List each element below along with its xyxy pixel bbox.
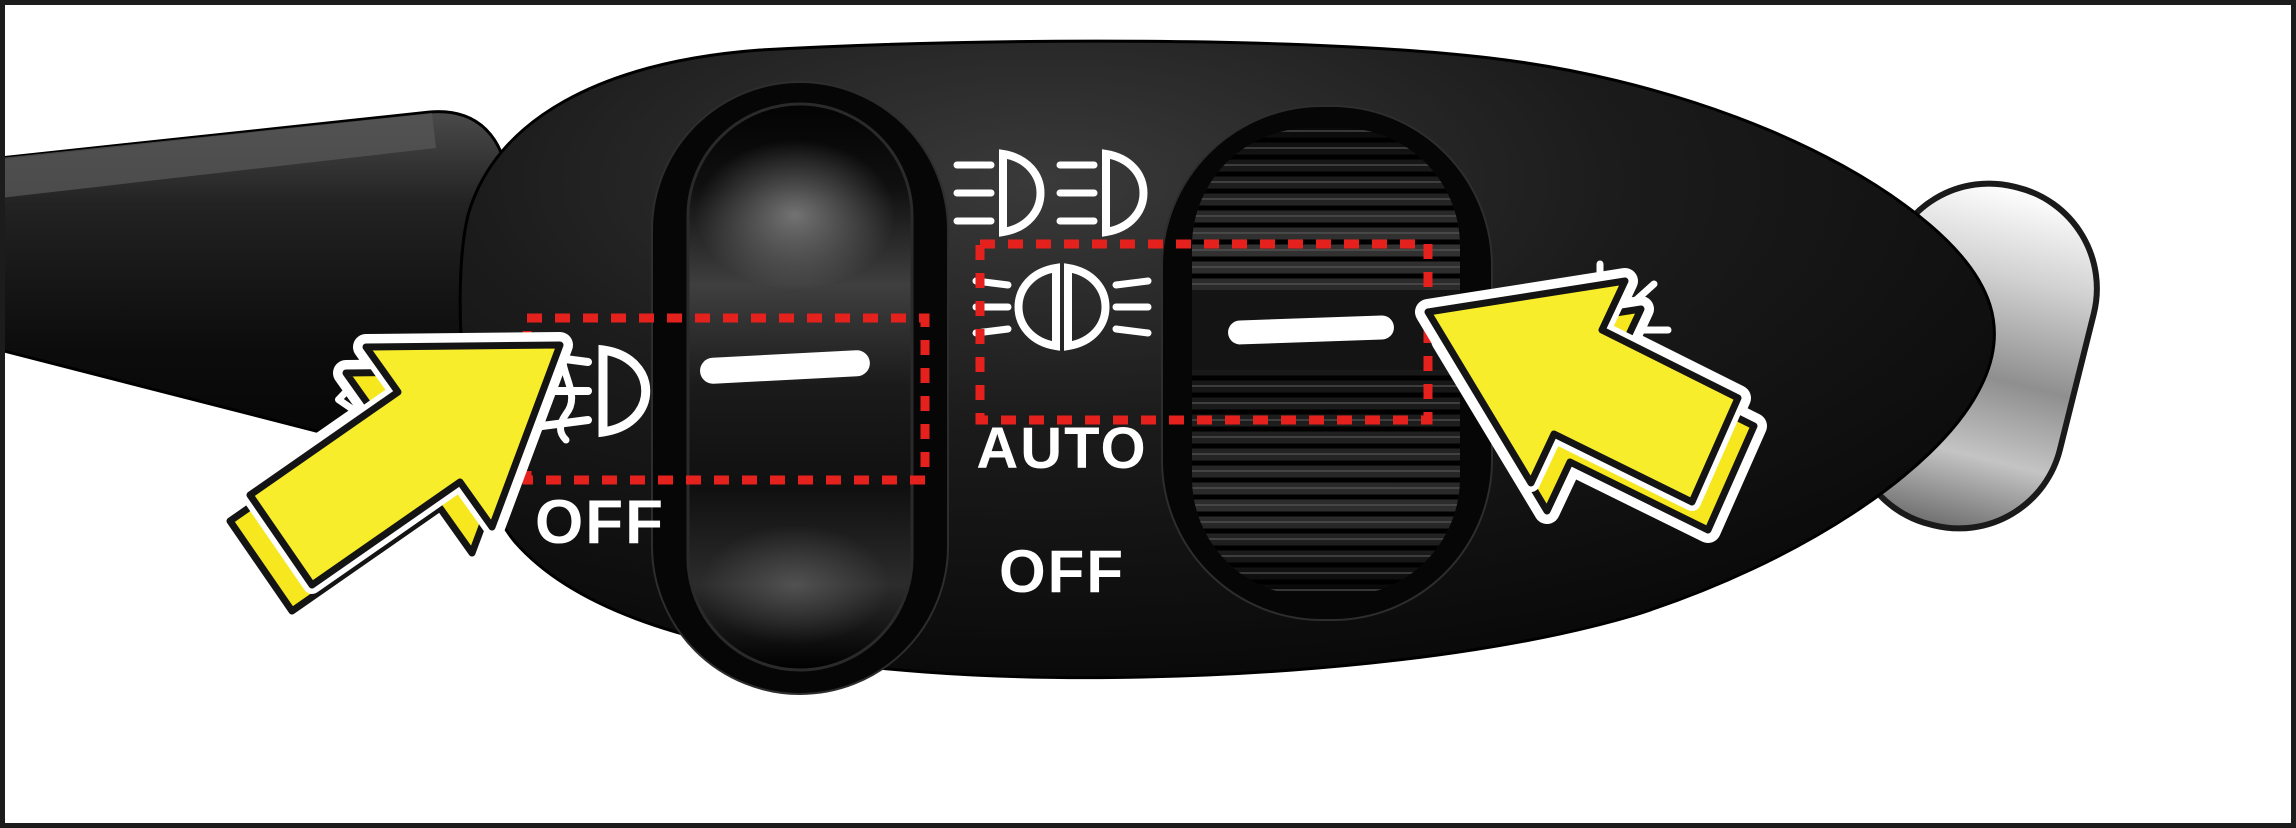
- headlight-switch-ribs: [1192, 128, 1460, 596]
- headlight-off-label: OFF: [999, 538, 1125, 605]
- fog-light-switch: [651, 81, 949, 695]
- pointer-arrow-right: [1415, 268, 1767, 543]
- fog-switch-indicator: [700, 350, 870, 384]
- fog-switch-off-label: OFF: [535, 488, 665, 557]
- headlight-auto-label: AUTO: [976, 416, 1147, 481]
- arrow-face: [1424, 277, 1742, 506]
- pointer-arrow-left: [217, 332, 573, 624]
- headlight-switch-indicator: [1228, 315, 1394, 345]
- wheel-sheen: [700, 525, 890, 645]
- position-lights-icon: [972, 263, 1152, 351]
- headlight-switch: [1161, 105, 1493, 621]
- headlight-beams-icon: [953, 149, 1148, 237]
- arrow-face: [246, 341, 564, 589]
- wheel-sheen: [695, 140, 895, 290]
- lever-arm-highlight: [0, 113, 436, 198]
